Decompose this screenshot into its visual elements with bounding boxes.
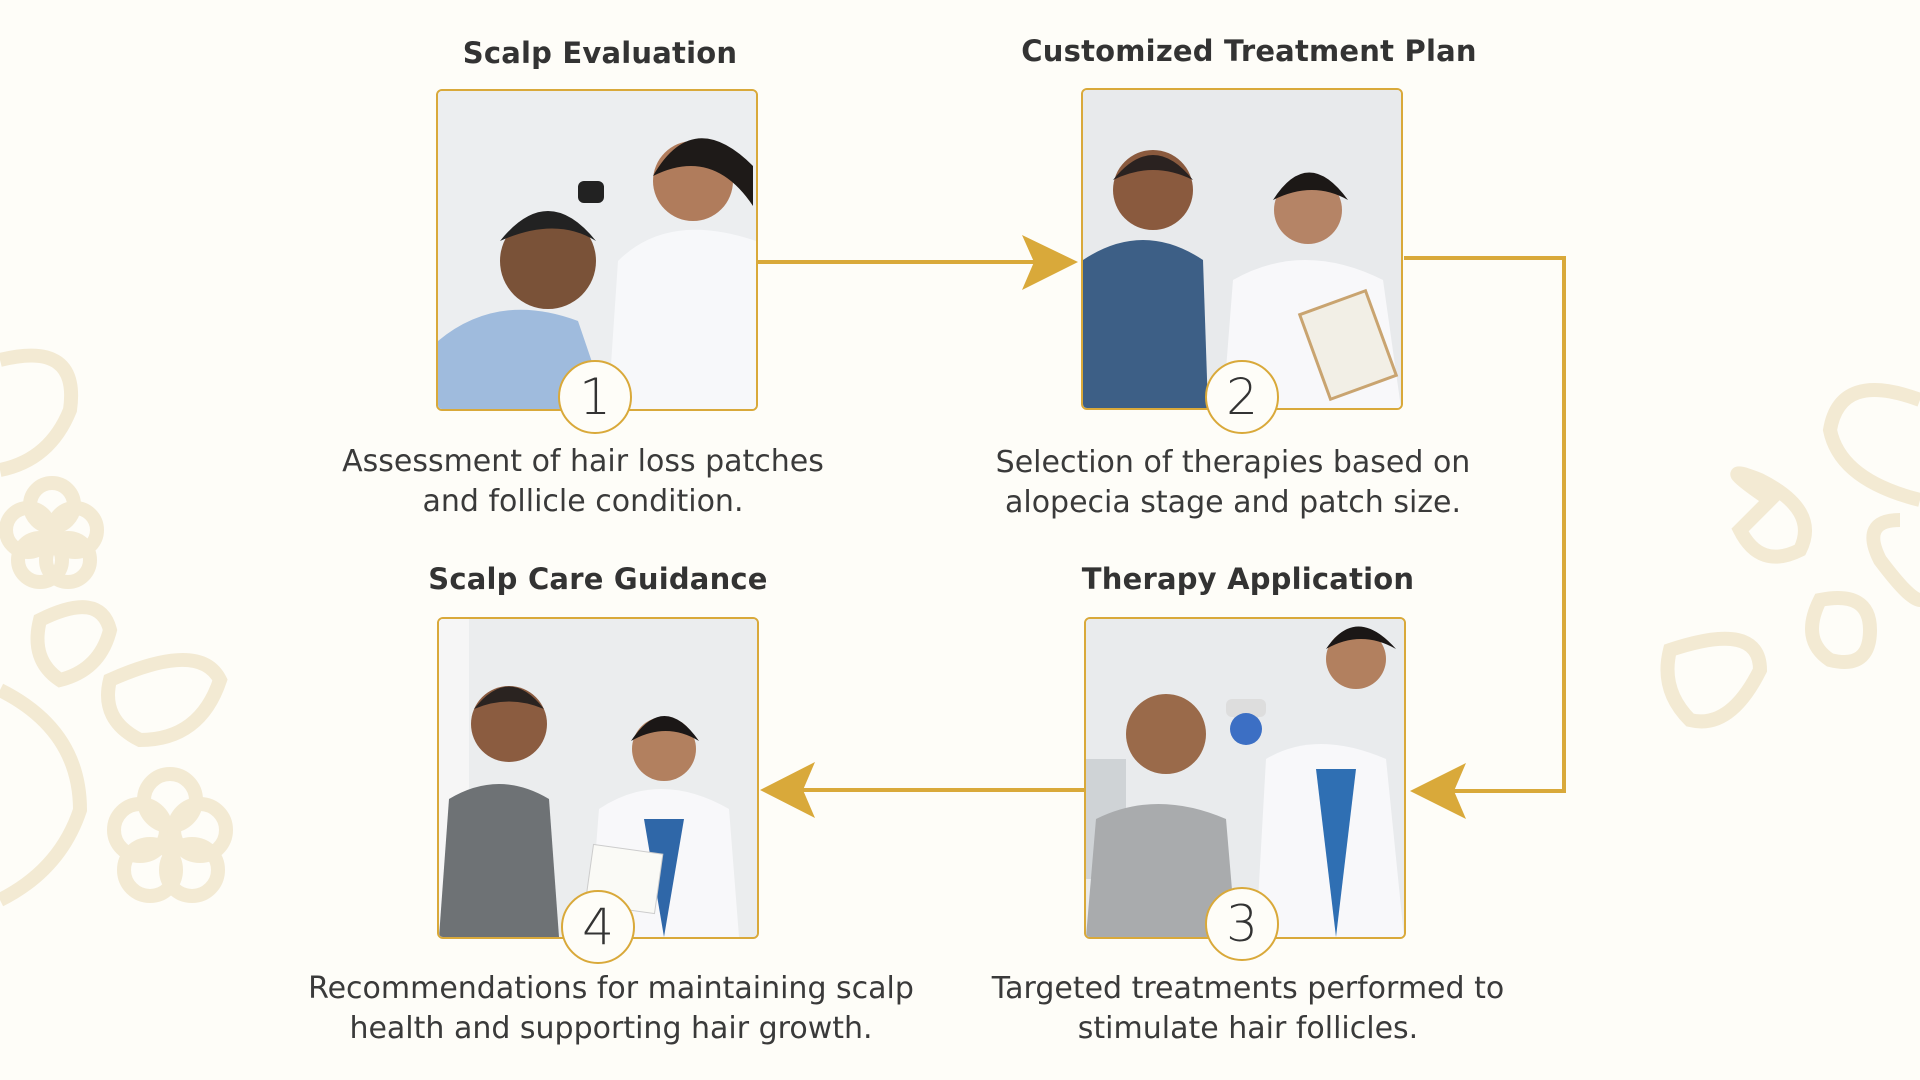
arrowhead-left-4 (760, 762, 815, 818)
description-line: health and supporting hair growth. (349, 1011, 873, 1046)
description-line: Targeted treatments performed to (991, 971, 1505, 1006)
description-line: alopecia stage and patch size. (1004, 485, 1462, 520)
description-line: stimulate hair follicles. (1077, 1011, 1419, 1046)
step-4-title: Scalp Care Guidance (428, 562, 768, 596)
step-1-image (436, 89, 758, 411)
step-3-number-badge: 3 (1205, 887, 1279, 961)
arrowhead-right (1022, 235, 1078, 290)
step-4-number-badge: 4 (561, 890, 635, 964)
step-2-number-badge: 2 (1205, 360, 1279, 434)
step-1-description: Assessment of hair loss patches and folli… (253, 442, 913, 522)
step-4-description: Recommendations for maintaining scalp hea… (281, 969, 941, 1049)
step-2-description: Selection of therapies based on alopecia … (903, 443, 1563, 523)
step-2-image (1081, 88, 1403, 410)
step-2-title: Customized Treatment Plan (1021, 34, 1477, 68)
step-3-title: Therapy Application (1081, 562, 1415, 596)
step-3-description: Targeted treatments performed to stimulat… (918, 969, 1578, 1049)
description-line: Selection of therapies based on (995, 445, 1471, 480)
step-4-image (437, 617, 759, 939)
step-1-title: Scalp Evaluation (462, 36, 738, 70)
arrow-line-2-to-3 (1404, 256, 1566, 793)
description-line: and follicle condition. (422, 484, 744, 519)
description-line: Recommendations for maintaining scalp (308, 971, 914, 1006)
arrowhead-left-3 (1410, 763, 1466, 819)
description-line: Assessment of hair loss patches (342, 444, 824, 479)
step-3-image (1084, 617, 1406, 939)
step-1-number-badge: 1 (558, 360, 632, 434)
